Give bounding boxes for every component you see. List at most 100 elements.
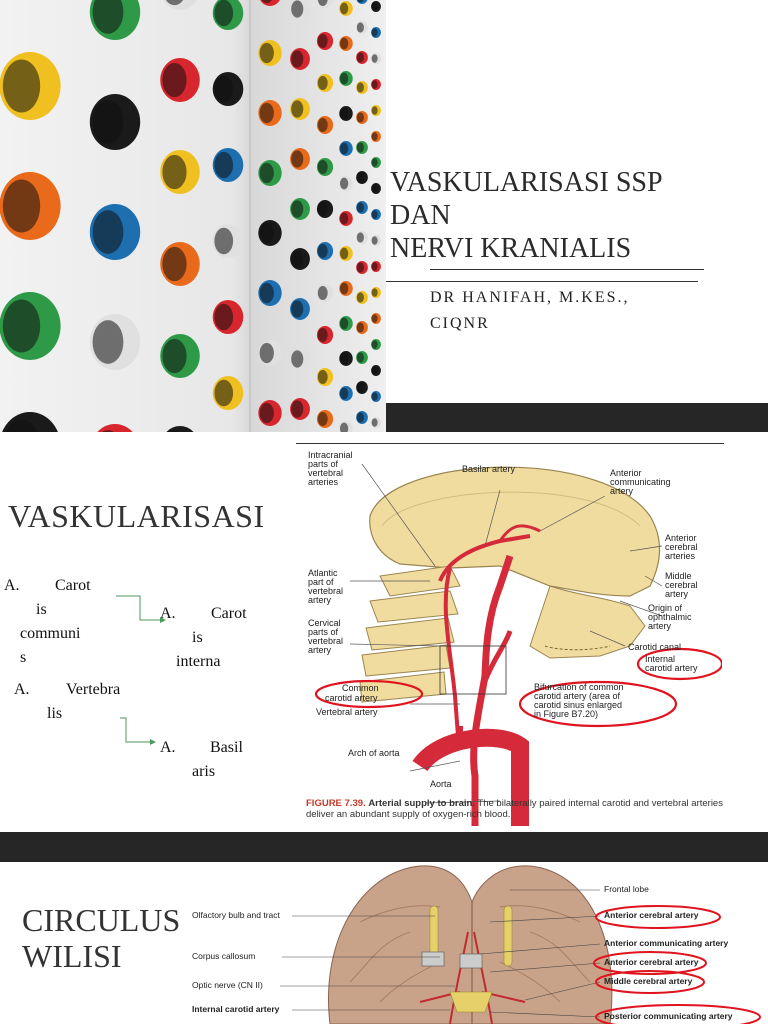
outline-text: Carot xyxy=(211,605,247,622)
wall-dot-shadow xyxy=(356,52,364,63)
wall-dot-shadow xyxy=(340,2,349,15)
wall-dot-shadow xyxy=(162,62,187,98)
vascularization-slide: VASKULARISASI A. Carot is communi s A. C… xyxy=(0,432,768,832)
wall-dot-shadow xyxy=(162,246,187,282)
wall-dot-shadow xyxy=(356,142,364,153)
title-line-2: WILISI xyxy=(22,938,122,974)
label-olfactory: Olfactory bulb and tract xyxy=(192,910,280,920)
figure-caption: FIGURE 7.39. Arterial supply to brain. T… xyxy=(306,798,726,820)
wall-dot-shadow xyxy=(356,232,364,243)
wall-dot-shadow xyxy=(371,80,378,89)
label-middle-cerebral: Middle cerebral artery xyxy=(604,976,693,986)
label-posterior-communicating: Posterior communicating artery xyxy=(604,1011,733,1021)
wall-dot-shadow xyxy=(92,210,124,254)
caption-text: The bilaterally paired internal carotid … xyxy=(306,798,723,820)
wall-dot-shadow xyxy=(291,150,304,168)
outline-text: Vertebra xyxy=(66,681,121,698)
outline-text: communi xyxy=(20,625,81,642)
title-line-3: NERVI KRANIALIS xyxy=(390,233,632,264)
outline-text: is xyxy=(36,601,47,618)
wall-dot-shadow xyxy=(291,300,304,318)
wall-dot-shadow xyxy=(340,177,349,190)
outline-marker: A. xyxy=(4,577,20,594)
presentation-title: VASKULARISASI SSP DAN NERVI KRANIALIS xyxy=(390,166,760,265)
label-carotid-canal: Carotid canal xyxy=(628,642,681,652)
label-corpus-callosum: Corpus callosum xyxy=(192,951,256,961)
outline-subitem-1: A. xyxy=(160,602,176,626)
wall-dot-shadow xyxy=(317,33,328,49)
wall-dot-shadow xyxy=(371,314,378,323)
wall-dot-shadow xyxy=(340,352,349,365)
wall-dot-shadow xyxy=(371,262,378,271)
wall-dot-shadow xyxy=(291,50,304,68)
polka-dot-wall-photo xyxy=(0,0,386,432)
wall-dot-shadow xyxy=(165,0,184,6)
wall-dot-shadow xyxy=(259,282,274,304)
wall-dot-shadow xyxy=(340,72,349,85)
label-arch-aorta: Arch of aorta xyxy=(348,748,400,758)
wall-dot-shadow xyxy=(259,42,274,64)
wall-dot-shadow xyxy=(371,54,378,63)
wall-dot-shadow xyxy=(214,0,234,27)
outline-text: lis xyxy=(47,705,63,722)
wall-dot-shadow xyxy=(371,340,378,349)
wall-dot-shadow xyxy=(170,430,179,432)
wall-dot-shadow xyxy=(340,107,349,120)
outline-item-1: A. xyxy=(4,574,20,598)
outline-text: interna xyxy=(176,653,221,670)
title-slide: VASKULARISASI SSP DAN NERVI KRANIALIS DR… xyxy=(0,0,768,432)
slide-title: VASKULARISASI xyxy=(8,498,265,534)
author-line-2: CIQNR xyxy=(430,315,490,332)
wall-dot-shadow xyxy=(371,158,378,167)
label-basilar: Basilar artery xyxy=(462,464,516,474)
label-optic-nerve: Optic nerve (CN II) xyxy=(192,980,263,990)
title-line-1: CIRCULUS xyxy=(22,902,181,938)
wall-dot-shadow xyxy=(317,411,328,427)
wall-dot-shadow xyxy=(162,154,187,190)
label-anterior-communicating: Anterior communicating artery xyxy=(604,938,729,948)
wall-dot-shadow xyxy=(259,222,274,244)
wall-dot-shadow xyxy=(261,0,272,4)
wall-dot-shadow xyxy=(356,172,364,183)
wall-dot-shadow xyxy=(214,227,234,255)
wall-dot-shadow xyxy=(317,285,328,301)
wall-dot-shadow xyxy=(291,400,304,418)
caption-figure-number: FIGURE 7.39. xyxy=(306,798,366,809)
label-anterior-cerebral-2: Anterior cerebral artery xyxy=(604,957,699,967)
wall-dot-shadow xyxy=(291,100,304,118)
wall-dot-shadow xyxy=(259,162,274,184)
wall-dot-shadow xyxy=(371,132,378,141)
author-block: DR HANIFAH, M.KES., CIQNR xyxy=(430,285,630,337)
wall-dot-shadow xyxy=(371,236,378,245)
wall-dot-shadow xyxy=(317,327,328,343)
wall-dot-shadow xyxy=(162,338,187,374)
wall-dot-shadow xyxy=(340,247,349,260)
label-frontal-lobe: Frontal lobe xyxy=(604,884,649,894)
wall-dot-shadow xyxy=(101,430,115,432)
outline-subitem-2: A. xyxy=(160,736,176,760)
wall-dot-shadow xyxy=(356,82,364,93)
title-line-2: DAN xyxy=(390,200,451,231)
wall-dot-shadow xyxy=(340,422,349,432)
outline-text: s xyxy=(20,649,27,666)
outline-text: Basil xyxy=(210,739,243,756)
outline-item-2: A. xyxy=(14,678,30,702)
wall-dot-shadow xyxy=(371,288,378,297)
wall-dot-shadow xyxy=(356,292,364,303)
slide-title: CIRCULUS WILISI xyxy=(22,902,180,974)
wall-dot-shadow xyxy=(371,106,378,115)
wall-dot-shadow xyxy=(291,0,304,18)
outline-text: is xyxy=(192,629,203,646)
figure-top-rule xyxy=(296,443,724,444)
author-line-1: DR HANIFAH, M.KES., xyxy=(430,289,630,306)
wall-dot-shadow xyxy=(214,151,234,179)
wall-dot-shadow xyxy=(356,412,364,423)
label-internal-carotid: Internal carotid artery xyxy=(192,1004,280,1014)
footer-bar xyxy=(386,403,768,432)
